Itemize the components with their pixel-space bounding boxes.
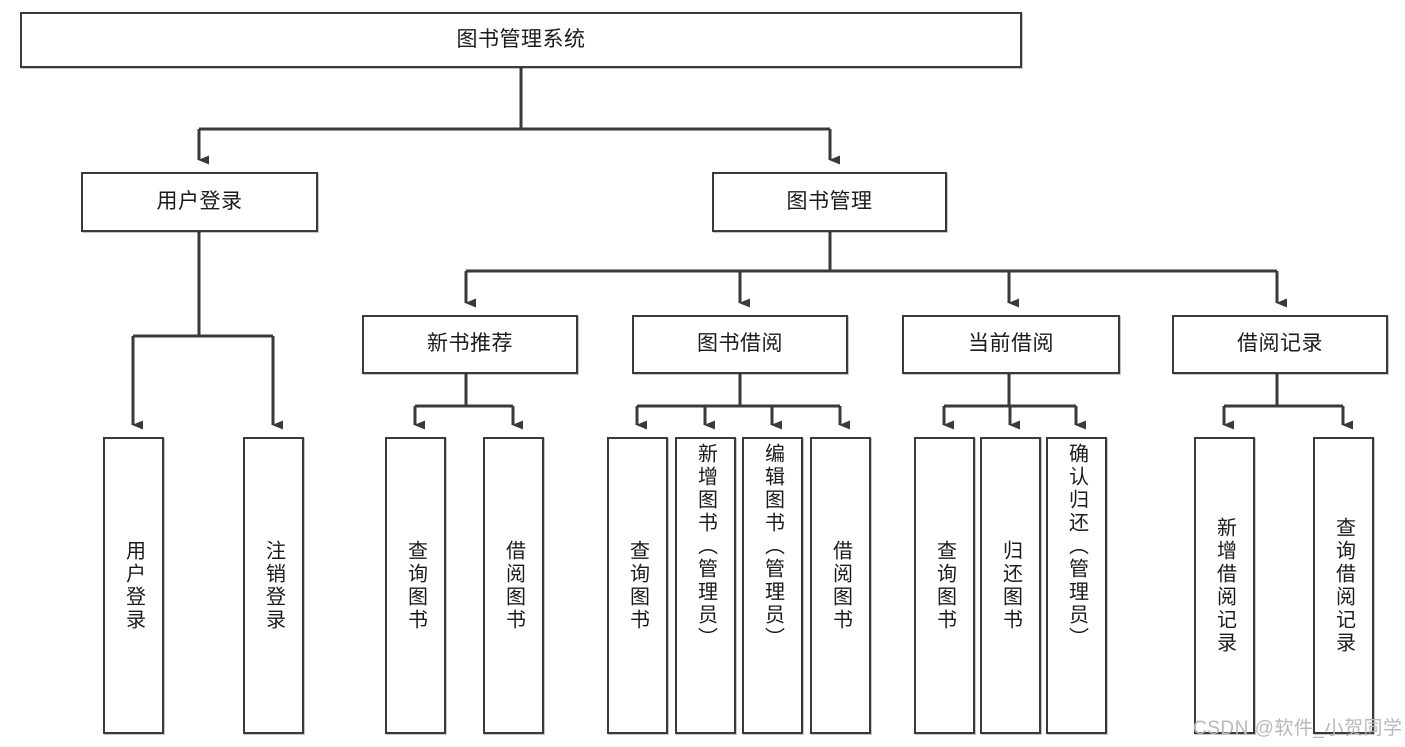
node-book-borrow[interactable]: 图书借阅 (632, 315, 848, 374)
leaf-node[interactable]: 新增借阅记录 (1194, 437, 1255, 734)
leaf-node-label: 确认归还（管理员） (1065, 443, 1088, 650)
leaf-node[interactable]: 借阅图书 (483, 437, 544, 734)
node-book-management[interactable]: 图书管理 (712, 172, 947, 232)
leaf-node-label: 注销登录 (262, 539, 285, 632)
leaf-node-label: 查询图书 (404, 539, 427, 632)
node-new-book-recommend[interactable]: 新书推荐 (362, 315, 578, 374)
node-current-borrow-label: 当前借阅 (968, 332, 1054, 356)
node-user-login[interactable]: 用户登录 (81, 172, 318, 232)
node-borrow-record[interactable]: 借阅记录 (1172, 315, 1388, 374)
node-root-system[interactable]: 图书管理系统 (20, 12, 1022, 68)
leaf-node[interactable]: 查询图书 (385, 437, 446, 734)
leaf-node-label: 查询借阅记录 (1332, 516, 1355, 655)
leaf-node[interactable]: 用户登录 (103, 437, 164, 734)
node-book-management-label: 图书管理 (786, 189, 873, 213)
leaf-node-label: 查询图书 (626, 539, 649, 632)
node-current-borrow[interactable]: 当前借阅 (902, 315, 1120, 374)
node-user-login-label: 用户登录 (156, 189, 243, 213)
leaf-node-label: 新增借阅记录 (1213, 516, 1236, 655)
leaf-node-label: 用户登录 (122, 539, 145, 632)
node-borrow-record-label: 借阅记录 (1237, 332, 1323, 356)
leaf-node-label: 编辑图书（管理员） (761, 443, 784, 650)
leaf-node-label: 归还图书 (999, 539, 1022, 632)
leaf-node[interactable]: 查询图书 (914, 437, 975, 734)
leaf-node-label: 借阅图书 (502, 539, 525, 632)
leaf-node-label: 新增图书（管理员） (694, 443, 717, 650)
leaf-node[interactable]: 查询借阅记录 (1313, 437, 1374, 734)
leaf-node[interactable]: 新增图书（管理员） (675, 437, 736, 734)
node-root-label: 图书管理系统 (456, 27, 586, 51)
leaf-node[interactable]: 确认归还（管理员） (1046, 437, 1107, 734)
csdn-watermark: CSDN @软件_小贺同学 (1193, 718, 1403, 739)
leaf-node[interactable]: 注销登录 (243, 437, 304, 734)
node-new-book-recommend-label: 新书推荐 (427, 332, 513, 356)
leaf-node-label: 查询图书 (933, 539, 956, 632)
leaf-node-label: 借阅图书 (829, 539, 852, 632)
leaf-node[interactable]: 归还图书 (980, 437, 1041, 734)
leaf-node[interactable]: 借阅图书 (810, 437, 871, 734)
node-book-borrow-label: 图书借阅 (697, 332, 783, 356)
leaf-node[interactable]: 查询图书 (607, 437, 668, 734)
leaf-node[interactable]: 编辑图书（管理员） (742, 437, 803, 734)
